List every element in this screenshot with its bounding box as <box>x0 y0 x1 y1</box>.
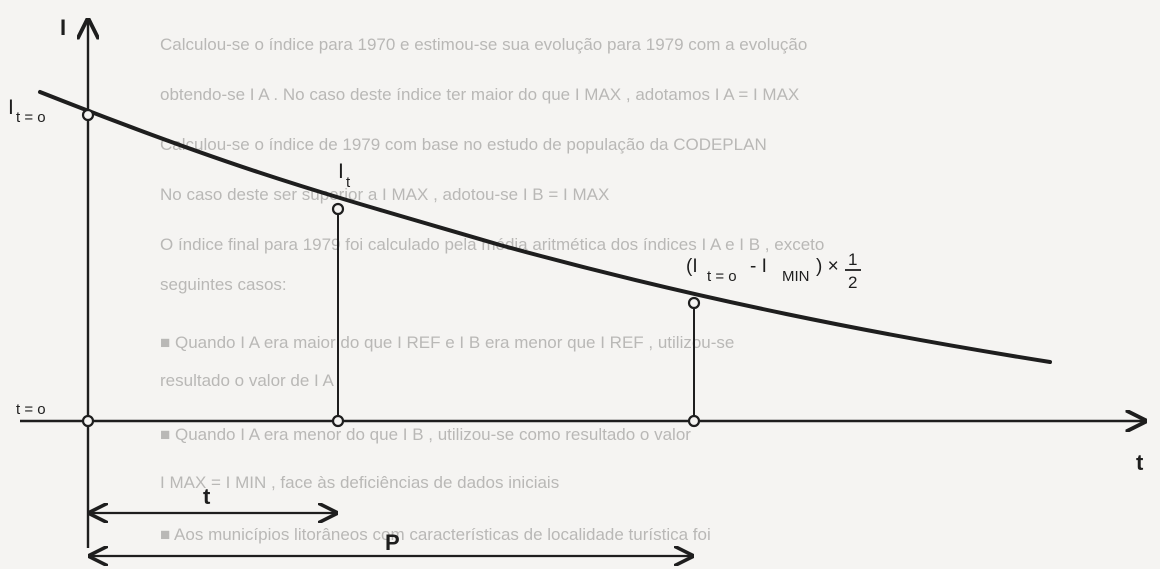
point-half <box>687 296 701 310</box>
label-i-t: I <box>338 160 344 183</box>
bleed-line: ■ Quando I A era maior do que I REF e I … <box>160 333 734 352</box>
bleed-line: Calculou-se o índice para 1970 e estimou… <box>160 35 807 54</box>
bleed-line: ■ Quando I A era menor do que I B , util… <box>160 425 691 444</box>
point-i-t <box>331 202 345 216</box>
point-i-t0 <box>81 108 95 122</box>
bleed-line: obtendo-se I A . No caso deste índice te… <box>160 85 799 104</box>
span-label-t: t <box>203 484 211 509</box>
label-t0: t = o <box>16 401 46 418</box>
formula-open: (I <box>686 256 698 277</box>
formula-close: ) × <box>816 256 839 277</box>
formula-sub-min: MIN <box>782 268 810 285</box>
point-origin <box>81 414 95 428</box>
bleed-line: Calculou-se o índice de 1979 com base no… <box>160 135 767 154</box>
x-axis-label: t <box>1136 450 1144 475</box>
label-i-t-sub: t <box>346 174 351 191</box>
bleed-line: resultado o valor de I A <box>160 371 335 390</box>
decay-curve <box>38 90 1052 364</box>
label-i-t0: I <box>8 96 14 119</box>
formula-sub-t0: t = o <box>707 268 737 285</box>
bleed-line: I MAX = I MIN , face às deficiências de … <box>160 473 559 492</box>
fraction-numerator: 1 <box>848 250 857 269</box>
bleed-line: No caso deste ser superior a I MAX , ado… <box>160 185 609 204</box>
point-markers <box>81 108 701 428</box>
span-label-p: P <box>385 530 400 555</box>
bleed-line: seguintes casos: <box>160 275 287 294</box>
bleed-through-text: Calculou-se o índice para 1970 e estimou… <box>160 35 824 544</box>
point-p <box>687 414 701 428</box>
bleed-line: ■ Aos municípios litorâneos com caracter… <box>160 525 711 544</box>
formula-half-difference: (I t = o - I MIN ) × 1 2 <box>686 250 861 292</box>
label-i-t0-sub: t = o <box>16 109 46 126</box>
fraction-denominator: 2 <box>848 273 857 292</box>
point-t <box>331 414 345 428</box>
y-axis-label: I <box>60 15 66 40</box>
formula-minus: - I <box>750 256 767 277</box>
